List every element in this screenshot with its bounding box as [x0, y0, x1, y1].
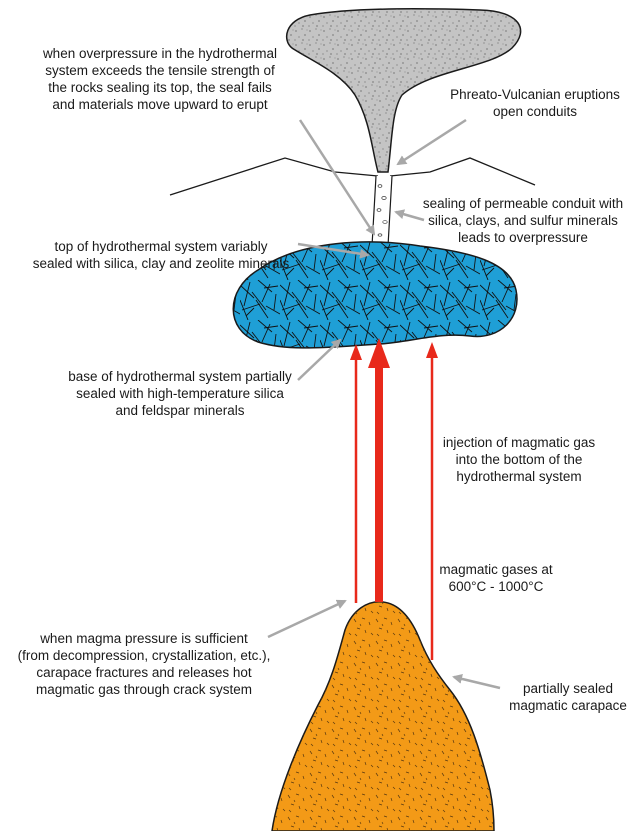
label-sealing-conduit: sealing of permeable conduit with silica… — [412, 195, 634, 246]
top-hydro-line-1: top of hydrothermal system variably — [54, 239, 268, 254]
overpressure-line-3: the rocks sealing its top, the seal fail… — [48, 80, 272, 95]
overpressure-line-1: when overpressure in the hydrothermal — [42, 46, 278, 61]
magma-pressure-line-3: carapace fractures and releases hot — [36, 665, 252, 680]
gas-arrow-left — [350, 344, 362, 603]
sealing-line-1: sealing of permeable conduit with — [422, 196, 624, 211]
hydrothermal-cracks — [233, 241, 517, 348]
carapace-line-2: magmatic carapace — [509, 698, 627, 713]
base-hydro-line-3: and feldspar minerals — [115, 403, 245, 418]
base-hydro-line-2: sealed with high-temperature silica — [76, 386, 284, 401]
magma-pressure-line-1: when magma pressure is sufficient — [40, 631, 248, 646]
label-top-hydro: top of hydrothermal system variably seal… — [16, 238, 306, 272]
label-carapace: partially sealed magmatic carapace — [500, 680, 636, 714]
label-injection: injection of magmatic gas into the botto… — [432, 434, 606, 485]
phreato-line-1: Phreato-Vulcanian eruptions — [450, 87, 620, 102]
gas-temp-line-2: 600°C - 1000°C — [448, 579, 544, 594]
label-magma-pressure: when magma pressure is sufficient (from … — [6, 630, 282, 698]
leader-overpressure — [298, 119, 376, 236]
magma-pressure-line-2: (from decompression, crystallization, et… — [17, 648, 271, 663]
gas-arrow-center — [368, 338, 390, 602]
injection-line-2: into the bottom of the — [455, 452, 583, 467]
phreato-line-2: open conduits — [492, 104, 578, 119]
plume-texture — [286, 8, 521, 172]
injection-line-3: hydrothermal system — [456, 469, 582, 484]
ground-surface — [169, 157, 536, 196]
conduit-clasts — [376, 184, 388, 237]
leader-carapace — [452, 673, 501, 690]
sealing-line-3: leads to overpressure — [458, 230, 588, 245]
leader-magma-pressure — [267, 599, 347, 639]
leader-phreato — [396, 118, 467, 166]
overpressure-line-2: system exceeds the tensile strength of — [45, 63, 275, 78]
leader-base-hydro — [297, 338, 342, 381]
injection-line-1: injection of magmatic gas — [442, 435, 596, 450]
label-overpressure: when overpressure in the hydrothermal sy… — [10, 45, 310, 113]
leader-top-hydro — [297, 242, 370, 259]
gas-arrow-right — [426, 342, 438, 660]
carapace-line-1: partially sealed — [522, 681, 614, 696]
label-base-hydro: base of hydrothermal system partially se… — [60, 368, 300, 419]
leader-sealing-conduit — [394, 209, 425, 222]
overpressure-line-4: and materials move upward to erupt — [52, 97, 268, 112]
base-hydro-line-1: base of hydrothermal system partially — [68, 369, 292, 384]
gas-temp-line-1: magmatic gases at — [439, 562, 553, 577]
magma-pressure-line-4: magmatic gas through crack system — [35, 682, 253, 697]
sealing-line-2: silica, clays, and sulfur minerals — [428, 213, 618, 228]
label-gas-temp: magmatic gases at 600°C - 1000°C — [432, 561, 560, 595]
label-phreato: Phreato-Vulcanian eruptions open conduit… — [432, 86, 638, 120]
top-hydro-line-2: sealed with silica, clay and zeolite min… — [32, 256, 290, 271]
magma-texture — [272, 601, 494, 831]
